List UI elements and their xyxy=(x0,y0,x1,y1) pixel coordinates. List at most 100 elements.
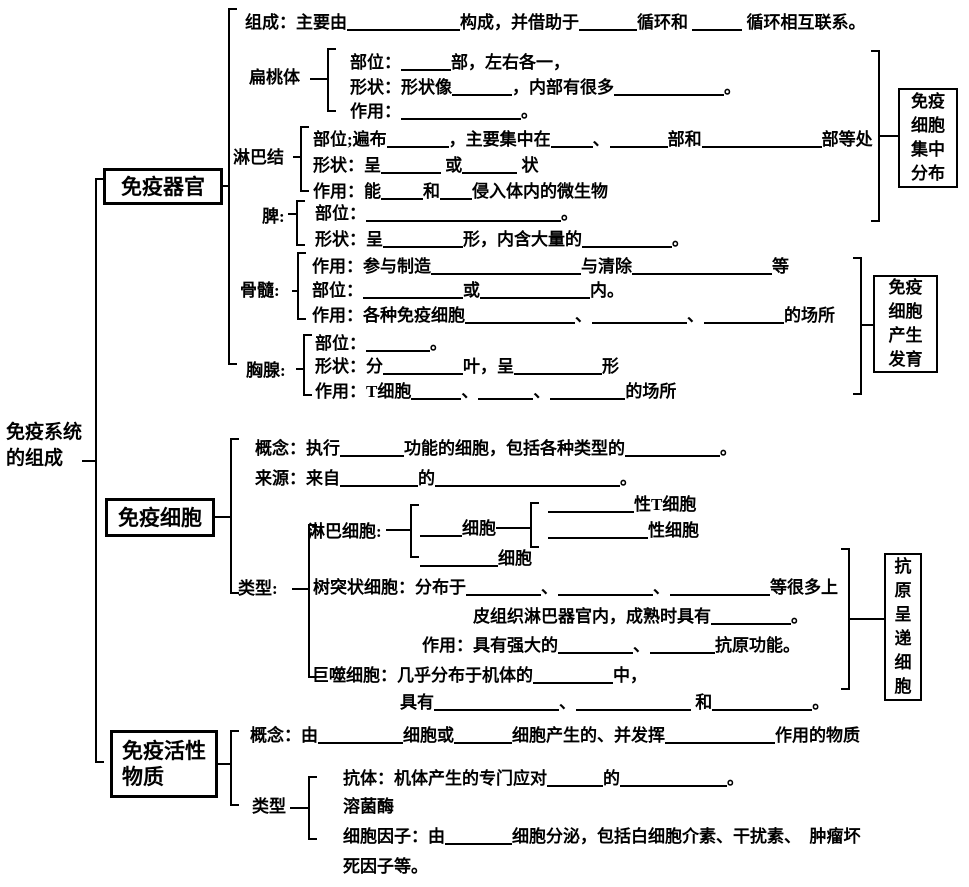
text-segment: 等很多上 xyxy=(770,578,838,597)
connector-marrow xyxy=(292,290,297,292)
text-segment: 和 xyxy=(691,693,713,712)
brace-substance-type-children xyxy=(308,776,317,840)
side-box-line: 胞 xyxy=(894,677,912,696)
blank-field xyxy=(420,533,462,537)
root-title-line1: 免疫系统 xyxy=(6,422,83,443)
text-segment: 树突状细胞：分布于 xyxy=(313,578,466,597)
blank-field xyxy=(558,650,633,654)
cytokine-line-2: 死因子等。 xyxy=(343,856,428,877)
text-segment: 性细胞 xyxy=(648,521,699,540)
blank-field xyxy=(704,320,784,324)
brace-tcell-children xyxy=(530,502,539,548)
text-segment: 、 xyxy=(575,306,592,325)
root-title-line2: 的组成 xyxy=(6,448,64,469)
dendritic-line-2: 皮组织淋巴器官内，成熟时具有。 xyxy=(473,606,808,627)
blank-field xyxy=(401,67,451,71)
tonsil-shape: 形状：形状像，内部有很多。 xyxy=(350,77,741,98)
blank-field xyxy=(383,371,463,375)
text-segment: 扁桃体 xyxy=(249,68,300,87)
blank-field xyxy=(548,535,648,539)
blank-field xyxy=(550,396,626,400)
blank-field xyxy=(366,218,561,222)
text-segment: 类型: xyxy=(238,579,278,598)
text-segment: 形状：分 xyxy=(315,357,383,376)
marrow-function-2: 作用：各种免疫细胞、、的场所 xyxy=(312,305,835,326)
side-box-antigen-presenting-cell: 抗原呈递细胞 xyxy=(884,553,922,701)
branch-box-immune-substance-line2: 物质 xyxy=(122,765,164,789)
antibody-line: 抗体：机体产生的专门应对的。 xyxy=(343,768,744,789)
connector-cell-box xyxy=(215,516,230,518)
text-segment: 组成：主要由 xyxy=(245,13,347,32)
text-segment: 死因子等。 xyxy=(343,857,428,876)
blank-field xyxy=(579,27,637,31)
text-segment: 概念：由 xyxy=(250,726,318,745)
connector-cell-type xyxy=(292,588,308,590)
text-segment: 类型 xyxy=(252,797,286,816)
blank-field xyxy=(514,371,602,375)
brace-lymphnode-children xyxy=(300,126,309,192)
text-segment: 性T细胞 xyxy=(634,495,697,514)
brace-tonsil-children xyxy=(327,48,336,112)
text-segment: 作用：T细胞 xyxy=(315,382,412,401)
text-segment: 。 xyxy=(727,769,744,788)
branch-box-immune-substance: 免疫活性 物质 xyxy=(110,730,218,798)
connector-substance-type xyxy=(290,807,308,809)
text-segment: 作用：参与制造 xyxy=(312,257,431,276)
connector-development-box xyxy=(862,324,873,326)
text-segment: 、 xyxy=(461,382,479,401)
text-segment: 内。 xyxy=(590,281,624,300)
text-segment: 细胞产生的、并发挥 xyxy=(512,726,665,745)
connector-root-label xyxy=(82,460,95,462)
tonsil-location: 部位：部，左右各一， xyxy=(350,52,570,73)
tonsil-label: 扁桃体 xyxy=(249,67,300,88)
text-segment: 、 xyxy=(533,382,551,401)
text-segment: 。 xyxy=(724,78,741,97)
blank-field xyxy=(466,592,541,596)
blank-field xyxy=(440,196,472,200)
side-box-line: 发育 xyxy=(888,350,923,369)
blank-field xyxy=(625,453,720,457)
text-segment: 、 xyxy=(559,693,576,712)
branch-box-immune-substance-line1: 免疫活性 xyxy=(122,739,206,763)
macrophage-line-2: 具有、 和。 xyxy=(400,692,829,713)
brace-lymphocyte-children xyxy=(410,504,419,558)
text-segment: 功能的细胞，包括各种类型的 xyxy=(404,439,625,458)
blank-field xyxy=(401,116,521,120)
lymphnode-label: 淋巴结 xyxy=(233,147,284,168)
text-segment: 作用：能 xyxy=(313,182,381,201)
text-segment: 细胞因子：由 xyxy=(343,827,445,846)
text-segment: 部位： xyxy=(315,334,366,353)
text-segment: 作用的物质 xyxy=(775,726,860,745)
brace-spleen-children xyxy=(296,200,305,246)
text-segment: 和 xyxy=(423,182,440,201)
text-segment: 。 xyxy=(620,469,637,488)
text-segment: 或 xyxy=(441,156,463,175)
spleen-location: 部位：。 xyxy=(315,203,578,224)
text-segment: 的 xyxy=(418,469,435,488)
lymphnode-shape: 形状：呈 或 状 xyxy=(313,155,539,176)
text-segment: 部，左右各一， xyxy=(451,53,570,72)
text-segment: 。 xyxy=(561,204,578,223)
text-segment: ，内部有很多 xyxy=(512,78,614,97)
blank-field xyxy=(340,453,404,457)
blank-field xyxy=(558,592,653,596)
blank-field xyxy=(478,396,534,400)
blank-field xyxy=(366,348,430,352)
side-box-immune-cell-development: 免疫细胞产生发育 xyxy=(873,275,938,373)
text-segment: 部和 xyxy=(667,130,702,149)
blank-field xyxy=(609,144,668,148)
text-segment: 。 xyxy=(521,102,538,121)
connector-thymus xyxy=(296,368,303,370)
thymus-function: 作用：T细胞、、的场所 xyxy=(315,381,676,402)
text-segment: 形状：呈 xyxy=(313,156,381,175)
text-segment: 叶，呈 xyxy=(463,357,514,376)
blank-field xyxy=(318,740,403,744)
text-segment: 。 xyxy=(791,607,808,626)
text-segment: 抗体：机体产生的专门应对 xyxy=(343,769,547,788)
t-cell-type-2: 性细胞 xyxy=(548,520,699,541)
brace-distribution-group xyxy=(871,50,880,222)
text-segment: 的场所 xyxy=(784,306,835,325)
blank-field xyxy=(465,320,575,324)
blank-field xyxy=(547,783,603,787)
blank-field xyxy=(533,680,613,684)
